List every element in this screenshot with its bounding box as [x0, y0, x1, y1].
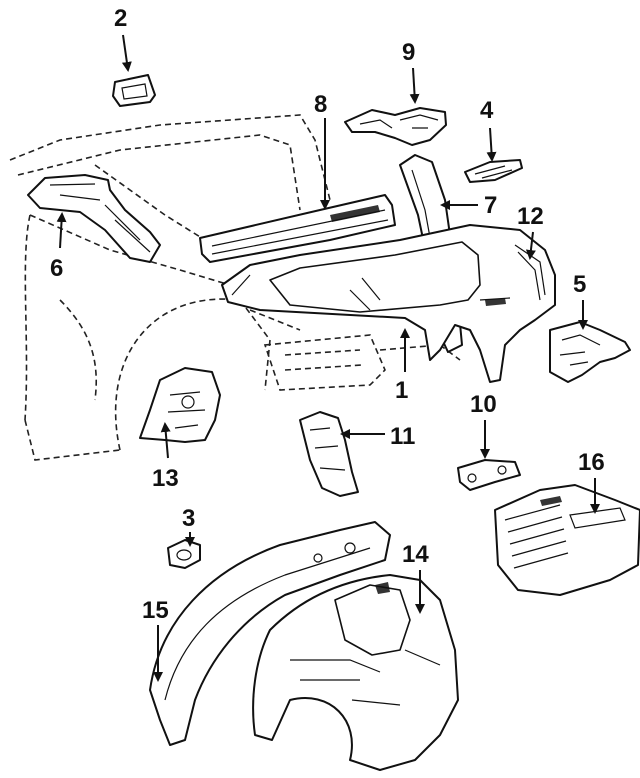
- leader-lines: [56, 34, 600, 682]
- part-8-rail: [199, 194, 396, 263]
- part-4-bracket: [464, 159, 523, 183]
- part-6-pillar: [27, 174, 161, 263]
- part-3-plate: [167, 539, 201, 569]
- part-9-bracket: [344, 107, 447, 146]
- callout-7: 7: [484, 192, 497, 219]
- callout-9: 9: [402, 39, 415, 66]
- callout-6: 6: [50, 255, 63, 282]
- part-16-vent: [494, 484, 640, 596]
- callout-11: 11: [390, 423, 415, 450]
- part-2-bracket: [112, 74, 156, 107]
- part-11-bracket: [299, 411, 359, 497]
- callout-16: 16: [578, 449, 605, 476]
- callout-10: 10: [470, 391, 497, 418]
- part-10-bracket: [457, 459, 521, 491]
- part-15-wheelhouse-outer: [149, 521, 391, 746]
- part-5-bracket: [549, 321, 631, 383]
- part-13-bracket: [139, 367, 221, 443]
- callout-labels: 2 9 4 8 7 12 5 6 1 10 11 13 3 16 14 15: [50, 5, 605, 624]
- part-12-corner: [517, 251, 541, 301]
- part-1-inner-panel: [221, 224, 556, 383]
- callout-8: 8: [314, 91, 327, 118]
- callout-3: 3: [182, 505, 195, 532]
- callout-13: 13: [152, 465, 179, 492]
- callout-1: 1: [395, 377, 408, 404]
- callout-15: 15: [142, 597, 169, 624]
- callout-5: 5: [573, 271, 586, 298]
- callout-4: 4: [480, 97, 494, 124]
- callout-2: 2: [114, 5, 127, 32]
- callout-12: 12: [517, 203, 544, 230]
- part-14-wheelhouse-inner: [252, 574, 459, 771]
- callout-14: 14: [402, 541, 429, 568]
